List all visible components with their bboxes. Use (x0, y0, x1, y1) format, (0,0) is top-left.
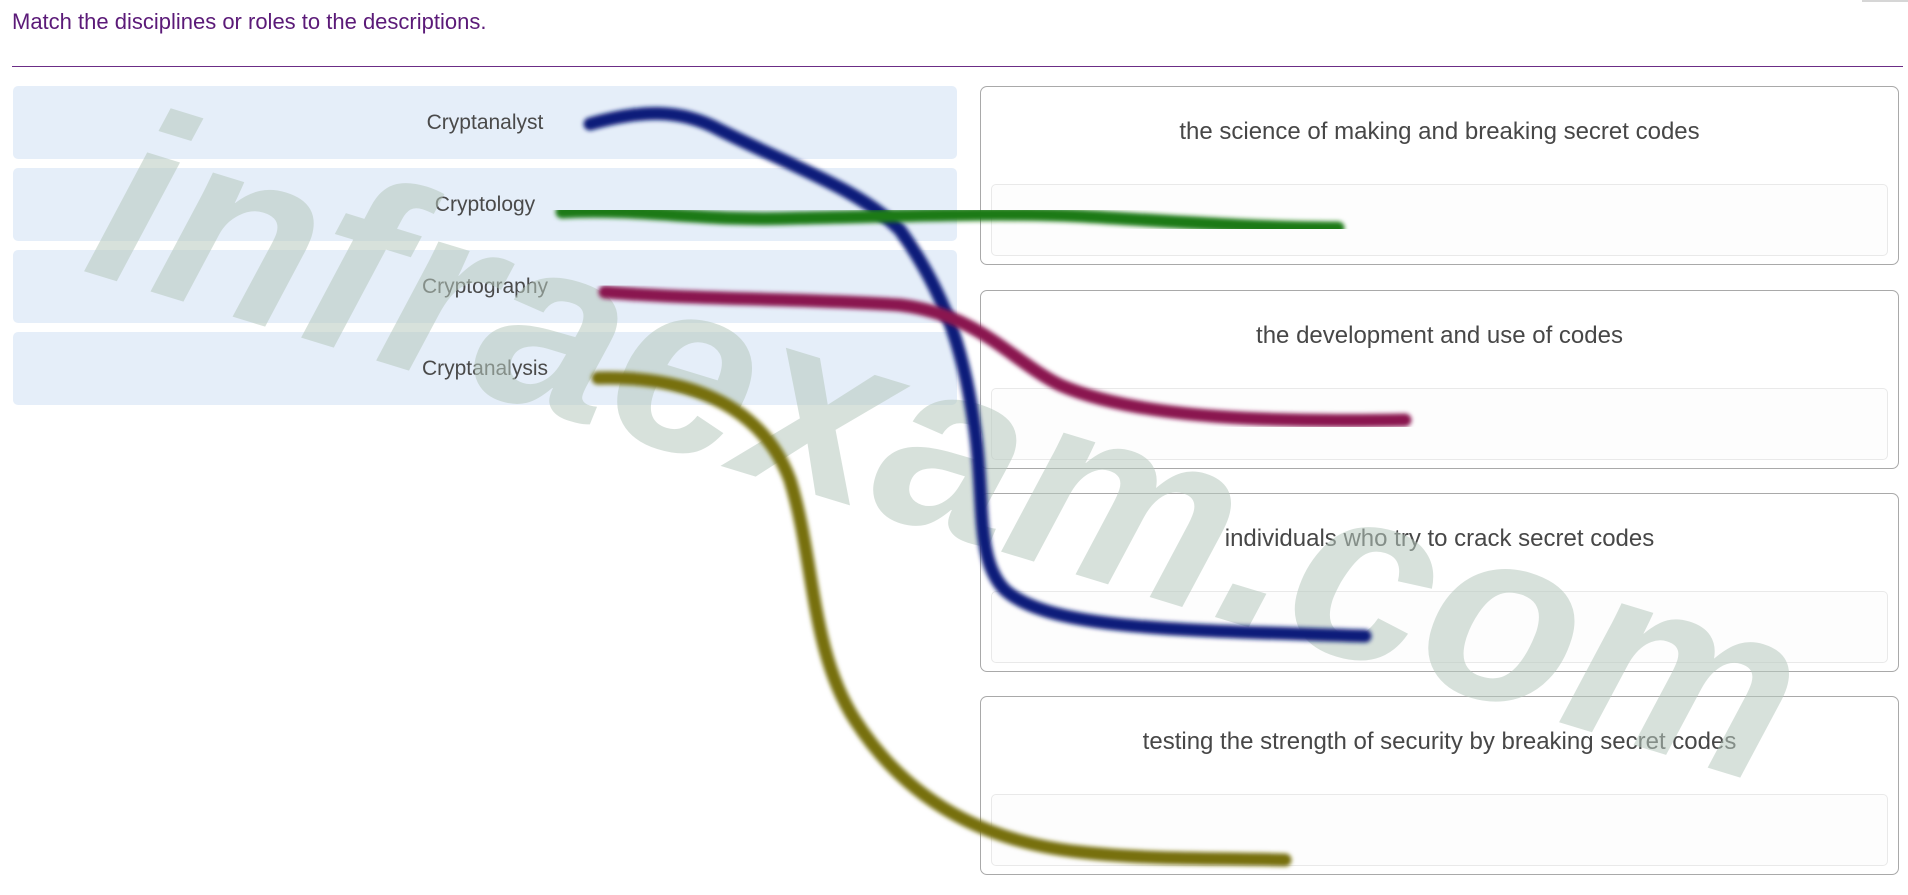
drop-zone[interactable] (991, 388, 1888, 460)
term-label: Cryptography (421, 274, 549, 298)
drop-zone[interactable] (991, 591, 1888, 663)
description-text: testing the strength of security by brea… (1142, 728, 1737, 755)
term-cryptology[interactable]: Cryptology (13, 168, 957, 241)
top-corner-line (1862, 0, 1908, 2)
term-label: Cryptology (434, 192, 536, 216)
description-card: the science of making and breaking secre… (980, 86, 1899, 265)
drop-zone[interactable] (991, 184, 1888, 256)
description-text: individuals who try to crack secret code… (1224, 525, 1655, 552)
term-cryptography[interactable]: Cryptography (13, 250, 957, 323)
description-card: testing the strength of security by brea… (980, 696, 1899, 875)
question-instruction: Match the disciplines or roles to the de… (12, 9, 487, 34)
term-label: Cryptanalyst (426, 110, 544, 134)
description-card: the development and use of codes (980, 290, 1899, 469)
description-text: the development and use of codes (1256, 322, 1623, 349)
drop-zone[interactable] (991, 794, 1888, 866)
description-text: the science of making and breaking secre… (1179, 118, 1700, 145)
description-card: individuals who try to crack secret code… (980, 493, 1899, 672)
term-label: Cryptanalysis (421, 356, 549, 380)
divider (12, 66, 1903, 67)
term-cryptanalysis[interactable]: Cryptanalysis (13, 332, 957, 405)
term-cryptanalyst[interactable]: Cryptanalyst (13, 86, 957, 159)
